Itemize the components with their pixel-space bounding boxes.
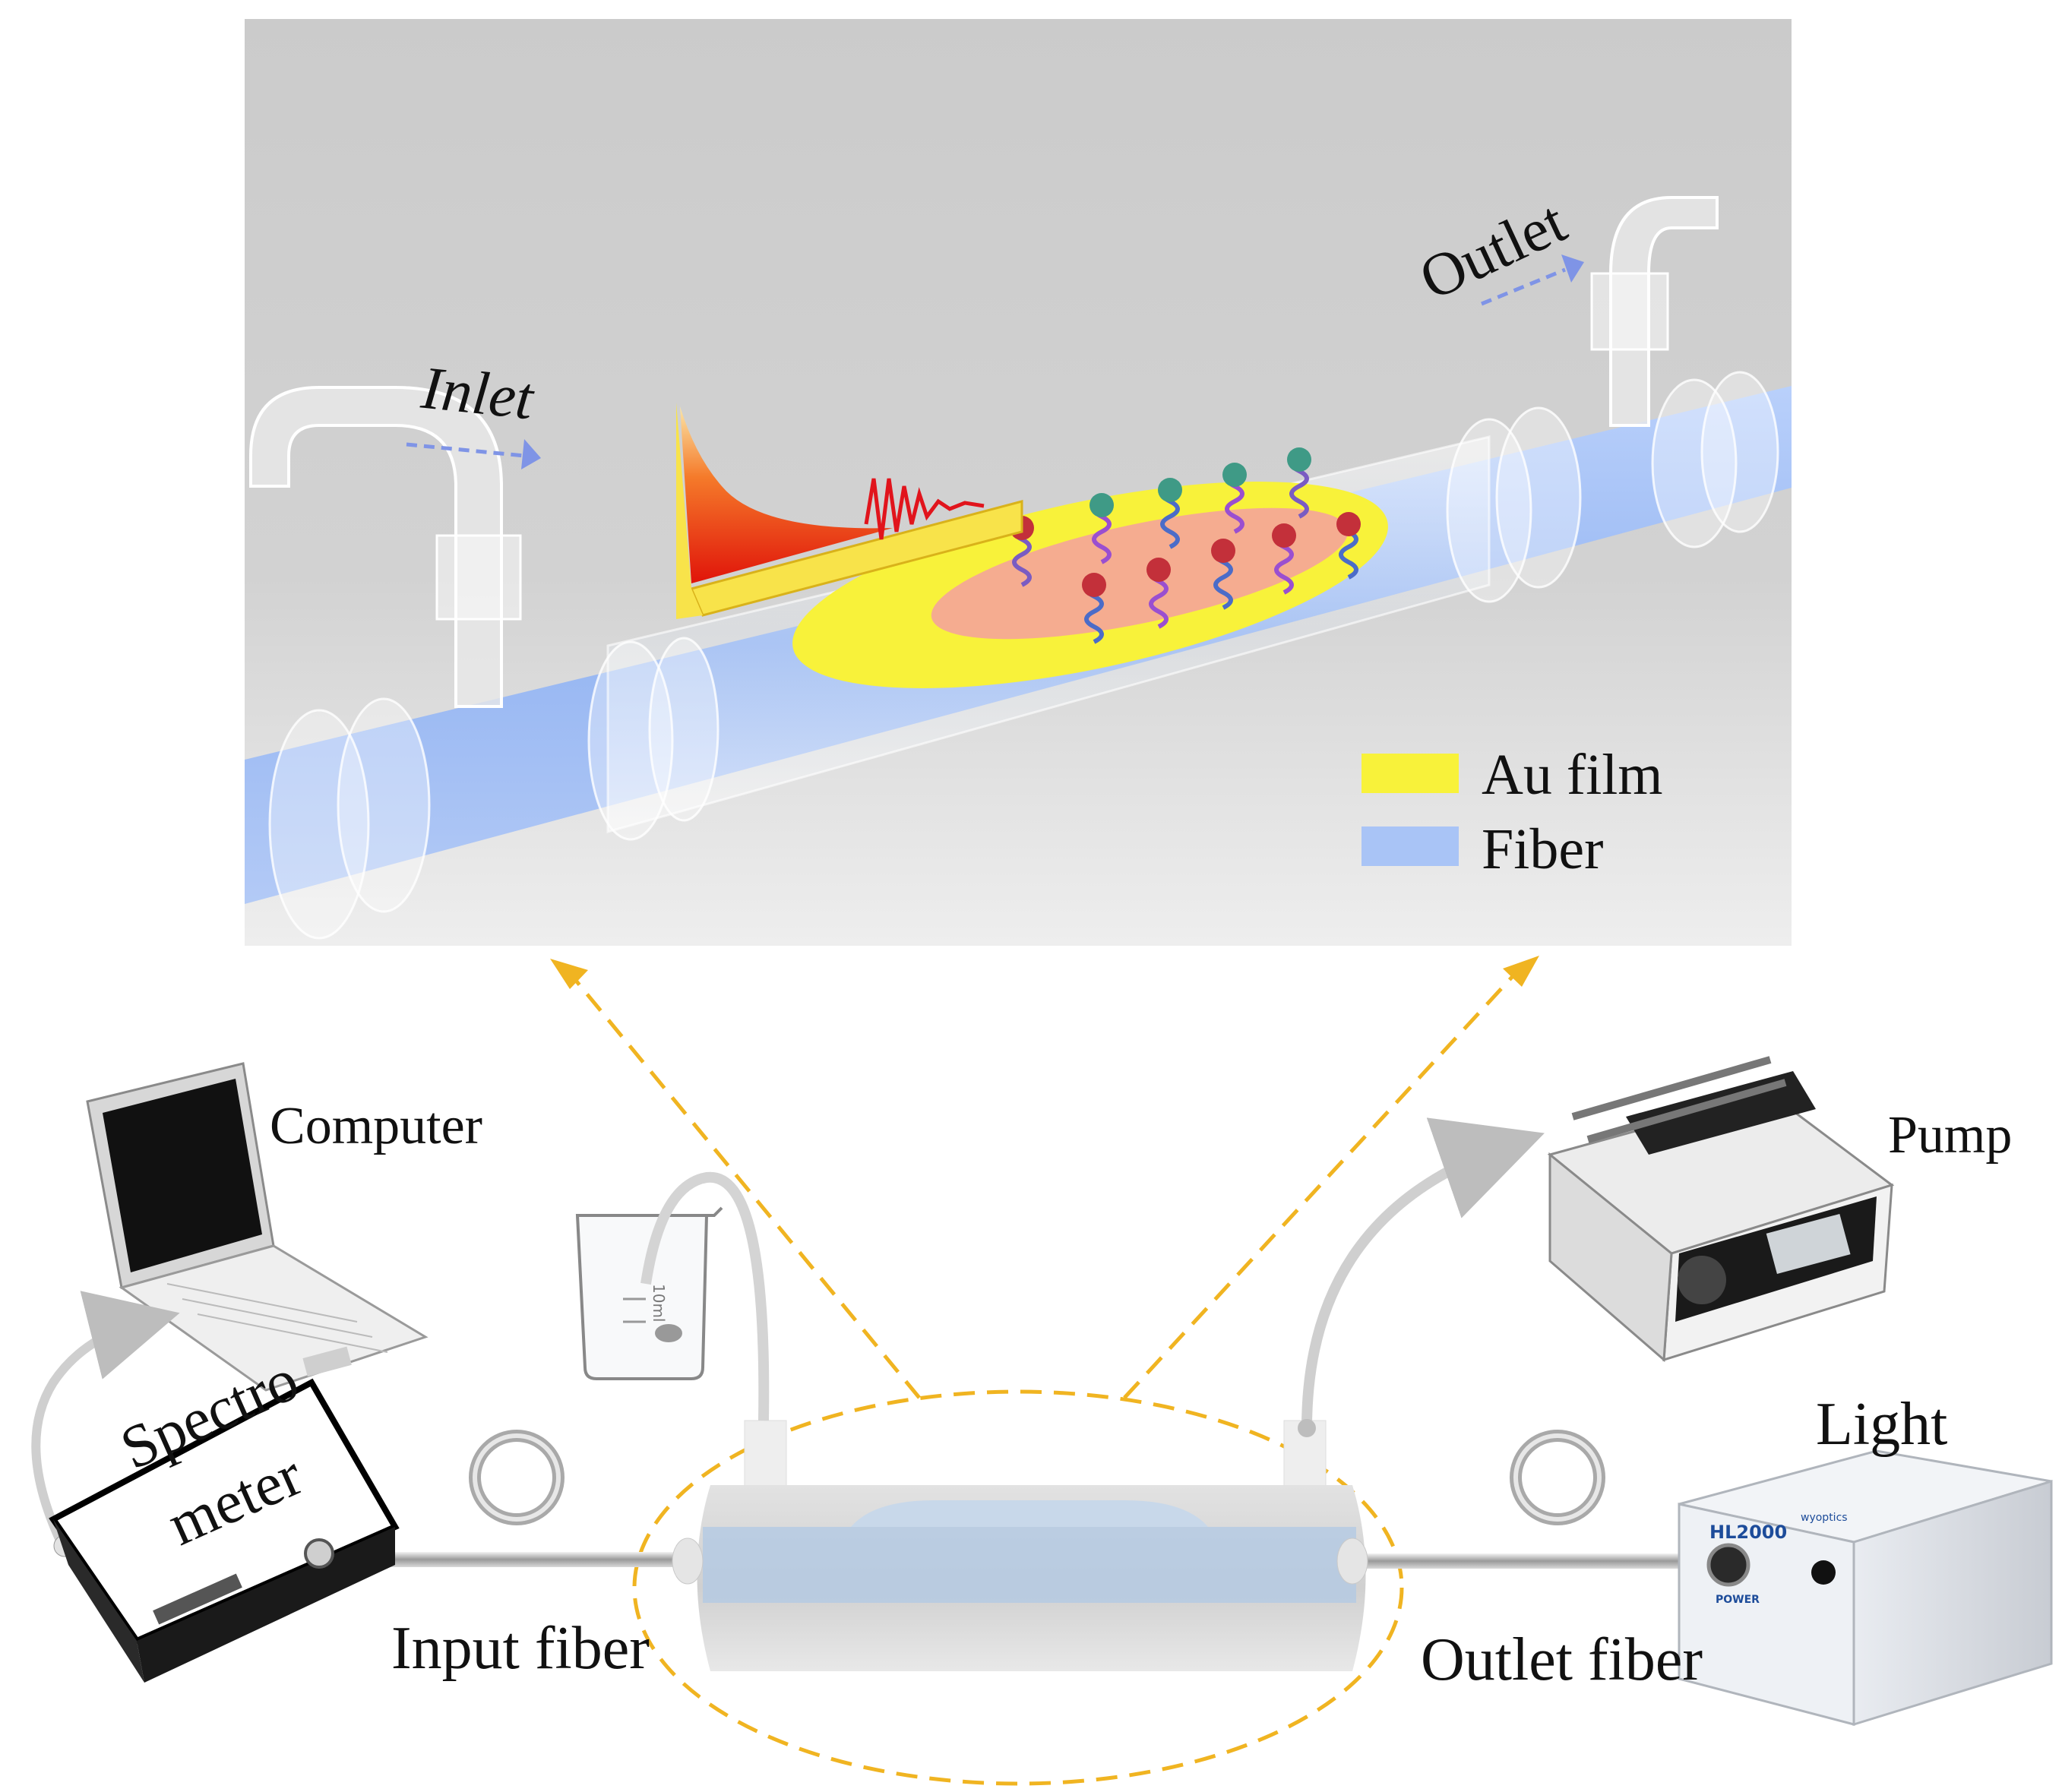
input-fiber-label: Input fiber <box>391 1615 650 1682</box>
light-label: Light <box>1816 1391 1948 1458</box>
light-source-power-label: POWER <box>1716 1594 1760 1606</box>
legend-label-fiber: Fiber <box>1482 817 1604 881</box>
inlet-label: Inlet <box>418 354 536 433</box>
inlet-flow-arrow <box>406 439 541 469</box>
outlet-flow-arrow <box>1481 254 1584 306</box>
zoom-inset <box>245 19 1792 946</box>
sensor-highlight-ellipse <box>632 1389 1404 1786</box>
outlet-fitting <box>1590 272 1669 351</box>
outlet-fiber-label: Outlet fiber <box>1421 1626 1703 1693</box>
inlet-tube <box>249 386 503 708</box>
legend-swatch-au-film <box>1361 754 1459 793</box>
light-source: HL2000 wyoptics POWER <box>1678 1449 2053 1727</box>
spectrometer <box>49 1378 400 1683</box>
syringe-pump <box>1547 1056 1895 1363</box>
light-source-brand: HL2000 <box>1709 1522 1787 1543</box>
legend-swatch-fiber <box>1361 826 1459 866</box>
sensing-wave <box>864 478 985 540</box>
beaker: 10ml <box>575 1206 723 1380</box>
flow-cell-au-region <box>851 1500 1208 1527</box>
sample-inlet-tube <box>640 1171 770 1421</box>
legend-label-au-film: Au film <box>1482 743 1663 807</box>
left-sleeve <box>268 637 719 940</box>
light-source-maker: wyoptics <box>1801 1512 1848 1524</box>
light-output-port <box>1706 1543 1750 1587</box>
pump-label: Pump <box>1888 1106 2013 1165</box>
power-knob <box>1811 1560 1836 1585</box>
inlet-fitting <box>435 534 522 621</box>
outlet-fiber <box>1352 1430 1732 1569</box>
beaker-marking: 10ml <box>650 1284 668 1323</box>
plasmon-hotspot <box>931 507 1349 640</box>
pump-line-arrow <box>1301 1117 1545 1429</box>
right-sleeve <box>1446 371 1779 603</box>
computer-label: Computer <box>270 1097 482 1155</box>
data-cable-arrow <box>31 1291 180 1544</box>
laptop-computer <box>86 1062 429 1392</box>
evanescent-field-icon <box>676 403 1023 619</box>
zoom-callout <box>565 963 1525 1786</box>
input-fiber <box>334 1430 714 1567</box>
outlet-tube <box>1609 196 1719 427</box>
callout-arrowhead-right <box>1503 956 1539 987</box>
flow-cell <box>672 1420 1368 1671</box>
flow-cell-fiber <box>703 1527 1356 1603</box>
callout-arrowhead-left <box>550 959 588 989</box>
